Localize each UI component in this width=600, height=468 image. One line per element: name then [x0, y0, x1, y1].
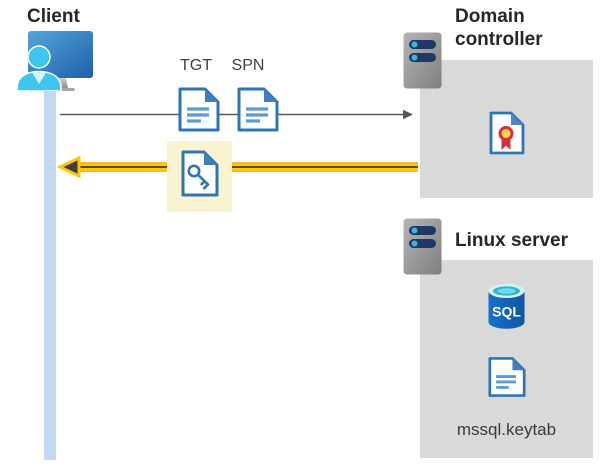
key-document-icon: [181, 150, 219, 197]
spn-document-icon: [237, 87, 279, 132]
keytab-file-label: mssql.keytab: [456, 420, 557, 439]
response-arrow: [56, 155, 418, 179]
person-at-monitor-icon: [16, 31, 93, 91]
linux-server-label: Linux server: [455, 230, 568, 251]
tgt-label: TGT: [180, 57, 212, 74]
client-lifeline: [44, 85, 56, 460]
tgt-document-icon: [178, 87, 220, 132]
domain-controller-server-icon: [403, 32, 442, 89]
keytab-document-icon: [488, 357, 526, 397]
linux-server-server-icon: [403, 218, 442, 275]
spn-label: SPN: [231, 57, 265, 74]
certificate-icon: [489, 111, 525, 155]
client-label: Client: [27, 6, 80, 27]
sql-badge-text: SQL: [492, 304, 521, 320]
sql-database-icon: SQL: [488, 284, 525, 329]
domain-controller-label: Domain controller: [455, 6, 543, 50]
